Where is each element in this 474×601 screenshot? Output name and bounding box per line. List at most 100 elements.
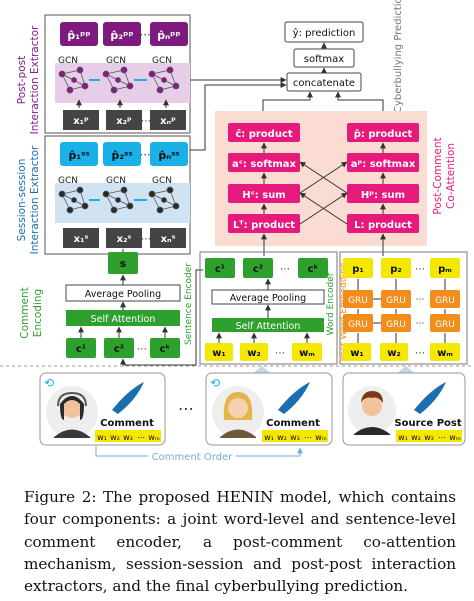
pp-output-box-n	[150, 22, 188, 46]
pp-gcn-2: GCN	[106, 56, 126, 66]
word-w-box-1	[205, 343, 233, 361]
coatt-left-box-1	[228, 123, 300, 142]
sent-c-2: c²	[253, 264, 263, 275]
coatt-left-column: ĉ: product aᶜ: softmax Hᶜ: sum Lᵀ: produ…	[228, 123, 300, 233]
comment-c-2: c²	[114, 344, 124, 355]
word-w-1: w₁	[212, 348, 226, 359]
quill-icon-1	[112, 382, 144, 414]
arrow-ss-to-concat	[190, 82, 287, 151]
coatt-left-3: Hᶜ: sum	[242, 190, 285, 201]
gru-box-ma	[430, 290, 460, 308]
ss-output-1: p̂₁ˢˢ	[68, 149, 89, 162]
coatt-cross-2	[299, 192, 348, 225]
sent-c-box-k	[298, 258, 328, 278]
coatt-right-box-2	[347, 153, 419, 172]
post-p-1: p₁	[352, 264, 364, 275]
coatt-right-box-1	[347, 123, 419, 142]
comment-2-words: w₁ w₂ w₃ ⋯ wₘ	[262, 430, 328, 442]
prediction-output-box	[284, 21, 364, 43]
post-post-extractor: Post-post Interaction Extractor p̂₁ᵖᵖ p̂…	[16, 14, 191, 134]
coatt-right-box-4	[347, 214, 419, 233]
pp-input-box-1	[63, 110, 99, 130]
comment-order-label-bg	[148, 449, 236, 463]
post-w-box-m	[430, 343, 460, 361]
svg-text:w₂: w₂	[277, 433, 287, 442]
comment-self-attn: Self Attention	[91, 314, 156, 325]
coatt-right-2: aᵖ: softmax	[351, 159, 416, 170]
pp-output-n: p̂ₙᵖᵖ	[157, 29, 180, 42]
post-w-ellipsis: ⋯	[415, 348, 425, 359]
pp-graph-2	[102, 66, 134, 94]
svg-text:w₃: w₃	[123, 433, 133, 442]
ss-input-box-2	[106, 228, 142, 248]
avatar-man	[348, 386, 396, 435]
ss-output-n: p̂ₙˢˢ	[158, 149, 179, 162]
source-post-label: Source Post	[394, 418, 461, 429]
cards-ellipsis-1: ⋯	[178, 399, 194, 418]
pp-label-line2: Interaction Extractor	[29, 25, 41, 134]
svg-text:w₁: w₁	[398, 433, 408, 442]
coatt-right-column: p̂: product aᵖ: softmax Hᵖ: sum L: produ…	[347, 123, 419, 233]
figure-caption-text: Figure 2: The proposed HENIN model, whic…	[24, 488, 456, 596]
sent-c-k: cᵏ	[308, 264, 319, 275]
pp-input-n: xₙᵖ	[160, 116, 176, 127]
gru-1b: GRU	[348, 320, 368, 330]
svg-text:w₂: w₂	[411, 433, 421, 442]
ss-output-box-1	[60, 142, 98, 166]
ss-graph-1	[58, 186, 89, 214]
word-w-m: wₘ	[299, 348, 315, 359]
arrow-p-to-concat	[335, 91, 384, 120]
pp-output-1: p̂₁ᵖᵖ	[67, 29, 90, 42]
coatt-left-2: aᶜ: softmax	[232, 159, 296, 170]
svg-text:⋯: ⋯	[304, 433, 312, 442]
pp-graph-1	[58, 66, 89, 94]
comment-c-1: c¹	[76, 344, 86, 355]
word-encoder-frame	[199, 251, 338, 365]
s-label: s	[120, 257, 127, 270]
word-w-box-2	[240, 343, 268, 361]
post-p-box-2	[381, 258, 411, 278]
ss-gcn-2: GCN	[106, 176, 126, 186]
svg-text:wₘ: wₘ	[148, 433, 160, 442]
pp-input-box-2	[106, 110, 142, 130]
svg-text:⋯: ⋯	[438, 433, 446, 442]
post-p-box-m	[430, 258, 460, 278]
coatt-cross-4	[299, 161, 348, 194]
figure-caption: Figure 2: The proposed HENIN model, whic…	[24, 486, 456, 597]
post-w-2: w₂	[387, 348, 401, 359]
source-post-words: w₁ w₂ w₃ ⋯ wₘ	[396, 430, 462, 442]
up-arrow-left	[252, 366, 272, 374]
up-arrow-right	[396, 366, 416, 374]
svg-text:wₘ: wₘ	[449, 433, 461, 442]
co-attention-block: Post-Comment Co-Attention ĉ: product aᶜ:…	[215, 111, 457, 256]
comment-1-words: w₁ w₂ w₃ ⋯ wₘ	[95, 430, 161, 442]
sent-c-ellipsis: ⋯	[280, 264, 290, 275]
coatt-label-line2: Co-Attention	[445, 143, 457, 209]
sent-c-box-1	[205, 258, 235, 278]
post-w-1: w₁	[350, 348, 364, 359]
svg-text:w₁: w₁	[97, 433, 107, 442]
comment-c-k: cᵏ	[160, 344, 171, 355]
concatenate-label: concatenate	[293, 78, 355, 89]
ss-output-2: p̂₂ˢˢ	[111, 149, 132, 162]
svg-text:⋯: ⋯	[137, 433, 145, 442]
coatt-right-1: p̂: product	[354, 128, 413, 140]
word-w-2: w₂	[247, 348, 261, 359]
word-encoder-block: c¹ c² ⋯ cᵏ Average Pooling Self Attentio…	[199, 251, 338, 365]
pp-graph-3	[148, 66, 180, 94]
bottom-inputs: ⟲ Comment w₁ w₂ w₃ ⋯ wₘ ⋯ ⟲ Commen	[0, 365, 474, 463]
svg-text:w₂: w₂	[110, 433, 120, 442]
gru-box-1b	[343, 314, 373, 332]
word-w-box-m	[292, 343, 322, 361]
coatt-right-box-3	[347, 184, 419, 203]
gru-box-2b	[381, 314, 411, 332]
pp-input-ellipsis: ⋯	[141, 116, 151, 127]
ss-output-box-n	[150, 142, 188, 166]
ss-gcn-3: GCN	[152, 176, 172, 186]
coatt-left-1: ĉ: product	[235, 128, 293, 140]
s-box	[108, 252, 138, 274]
gru-ma: GRU	[435, 296, 455, 306]
post-w-box-2	[380, 343, 408, 361]
quill-icon-2	[278, 382, 310, 414]
henin-architecture-diagram: Post-post Interaction Extractor p̂₁ᵖᵖ p̂…	[0, 0, 474, 463]
